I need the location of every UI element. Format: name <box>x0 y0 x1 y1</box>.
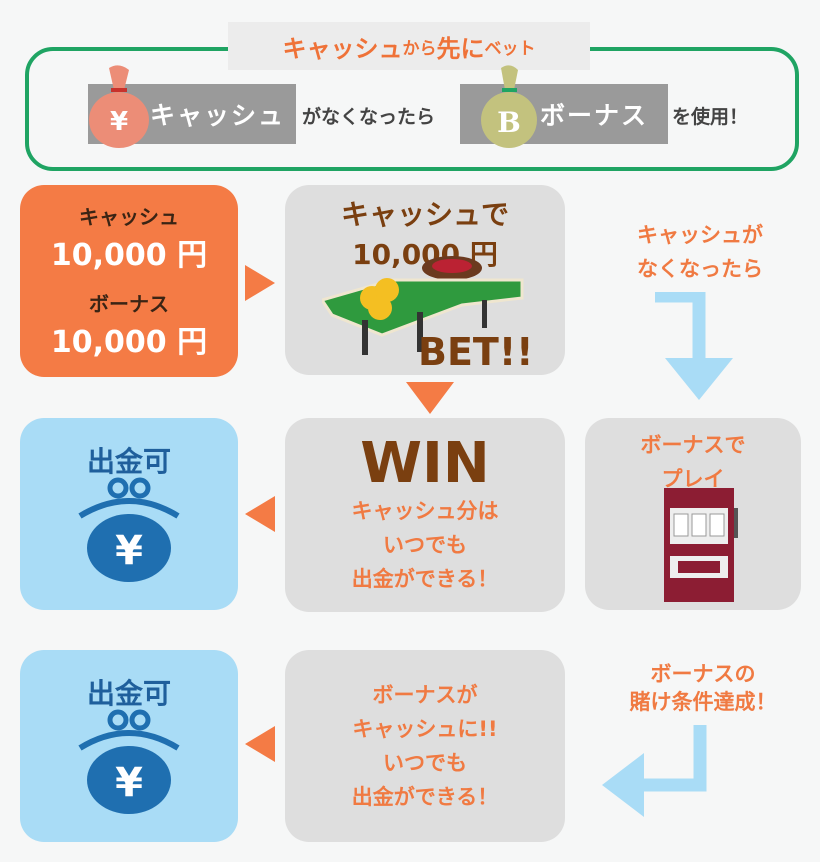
title-from: から <box>402 38 437 59</box>
wagering-line1: ボーナスの <box>650 662 756 686</box>
arrow-left-icon <box>245 726 275 762</box>
title-bet: ベット <box>484 38 536 59</box>
slot-machine-icon <box>664 488 738 602</box>
cash-empty-note: キャッシュが なくなったら <box>595 218 805 286</box>
convert-line2: キャッシュに!! <box>352 717 498 741</box>
win-card: WIN キャッシュ分は いつでも 出金ができる！ <box>285 418 565 612</box>
svg-text:¥: ¥ <box>110 107 128 137</box>
bet-shout: BET!! <box>418 330 534 374</box>
end-text: を使用！ <box>672 106 749 128</box>
bet-line1: キャッシュで <box>340 198 509 231</box>
convert-card: ボーナスが キャッシュに!! いつでも 出金ができる！ <box>285 650 565 842</box>
convert-line4: 出金ができる！ <box>351 785 499 809</box>
purse-icon: ¥ <box>78 709 180 814</box>
starting-balance-card: キャッシュ 10,000 円 ボーナス 10,000 円 <box>20 185 238 377</box>
purse-icon: ¥ <box>78 477 180 582</box>
bonus-amount: 10,000 円 <box>50 325 208 360</box>
arrow-down-icon <box>406 382 454 414</box>
wagering-line2: 賭け条件達成！ <box>629 690 777 714</box>
svg-text:B: B <box>497 106 521 139</box>
cash-label: キャッシュ <box>79 205 179 229</box>
title-cash: キャッシュ <box>282 34 403 63</box>
title-first: 先に <box>436 34 485 63</box>
arrow-right-icon <box>245 265 275 301</box>
svg-text:¥: ¥ <box>115 528 143 574</box>
bonus-pill-label: ボーナス <box>540 101 649 130</box>
arrow-left-icon <box>245 496 275 532</box>
bent-arrow-left-icon <box>602 725 707 817</box>
cash-bag-icon: ¥ <box>89 65 149 148</box>
withdraw-label: 出金可 <box>86 677 171 710</box>
bonus-label: ボーナス <box>89 292 169 316</box>
win-title: WIN <box>360 431 490 496</box>
svg-text:¥: ¥ <box>115 760 143 806</box>
win-line3: 出金ができる！ <box>351 567 499 591</box>
rule-title: キャッシュ から 先に ベット <box>228 22 590 70</box>
middle-text: がなくなったら <box>302 106 436 128</box>
convert-line3: いつでも <box>383 751 467 775</box>
bonus-bag-icon: B <box>481 65 537 148</box>
note-line1: キャッシュが <box>637 223 763 247</box>
win-line1: キャッシュ分は <box>351 499 499 523</box>
note-line2: なくなったら <box>637 257 763 281</box>
wagering-note: ボーナスの 賭け条件達成！ <box>598 660 808 716</box>
roulette-table-icon <box>322 256 524 355</box>
win-line2: いつでも <box>383 533 467 557</box>
bent-arrow-down-icon <box>655 292 733 400</box>
bonus-play-line2: プレイ <box>661 467 725 491</box>
convert-line1: ボーナスが <box>372 683 478 707</box>
bonus-play-line1: ボーナスで <box>640 433 746 457</box>
withdraw-label: 出金可 <box>86 445 171 478</box>
cash-amount: 10,000 円 <box>50 238 208 273</box>
cash-pill-label: キャッシュ <box>150 101 286 130</box>
